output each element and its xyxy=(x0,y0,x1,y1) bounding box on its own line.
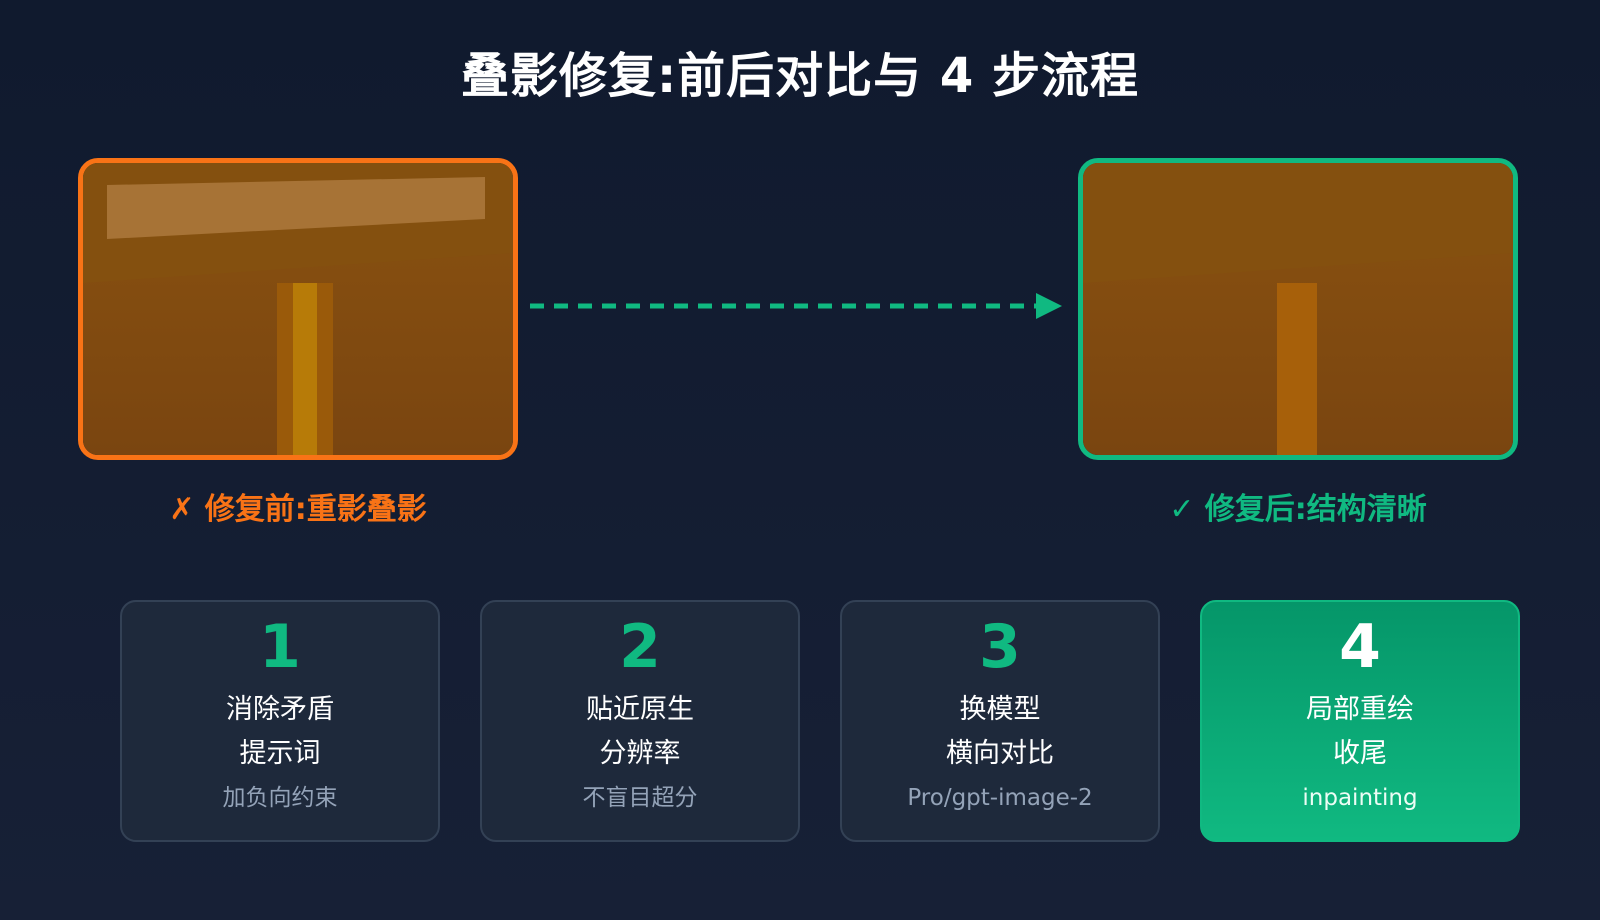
before-image-panel xyxy=(78,158,518,460)
after-image-panel xyxy=(1078,158,1518,460)
after-image xyxy=(1083,163,1513,455)
step-number: 1 xyxy=(259,612,301,682)
step-card-3: 3 换模型 横向对比 Pro/gpt-image-2 xyxy=(840,600,1160,842)
after-caption: ✓ 修复后:结构清晰 xyxy=(1169,492,1427,527)
step-title-line1: 贴近原生 xyxy=(586,694,694,725)
page-title: 叠影修复:前后对比与 4 步流程 xyxy=(460,48,1140,104)
step-title-line1: 局部重绘 xyxy=(1306,694,1414,725)
arrow-head xyxy=(1036,293,1062,319)
step-number: 3 xyxy=(979,612,1021,682)
step-title-line2: 横向对比 xyxy=(946,738,1054,769)
step-title-line2: 提示词 xyxy=(239,738,321,769)
step-card-2: 2 贴近原生 分辨率 不盲目超分 xyxy=(480,600,800,842)
step-title-line2: 分辨率 xyxy=(599,738,681,769)
after-ceiling xyxy=(1083,163,1513,283)
before-pillar xyxy=(293,283,317,455)
step-card-4: 4 局部重绘 收尾 inpainting xyxy=(1200,600,1520,842)
step-title-line2: 收尾 xyxy=(1333,738,1387,769)
step-title-line1: 消除矛盾 xyxy=(226,694,334,725)
before-image xyxy=(83,163,513,455)
dashed-arrow-icon xyxy=(530,293,1062,319)
before-ghost-beam xyxy=(107,177,485,239)
step-subtitle: Pro/gpt-image-2 xyxy=(907,785,1093,811)
step-subtitle: 不盲目超分 xyxy=(582,785,698,811)
step-title-line1: 换模型 xyxy=(959,694,1041,725)
step-number: 4 xyxy=(1339,612,1381,682)
step-subtitle: 加负向约束 xyxy=(222,785,338,811)
step-number: 2 xyxy=(619,612,661,682)
before-caption: ✗ 修复前:重影叠影 xyxy=(169,492,427,527)
step-card-1: 1 消除矛盾 提示词 加负向约束 xyxy=(120,600,440,842)
after-pillar xyxy=(1277,283,1317,455)
step-subtitle: inpainting xyxy=(1302,785,1418,811)
